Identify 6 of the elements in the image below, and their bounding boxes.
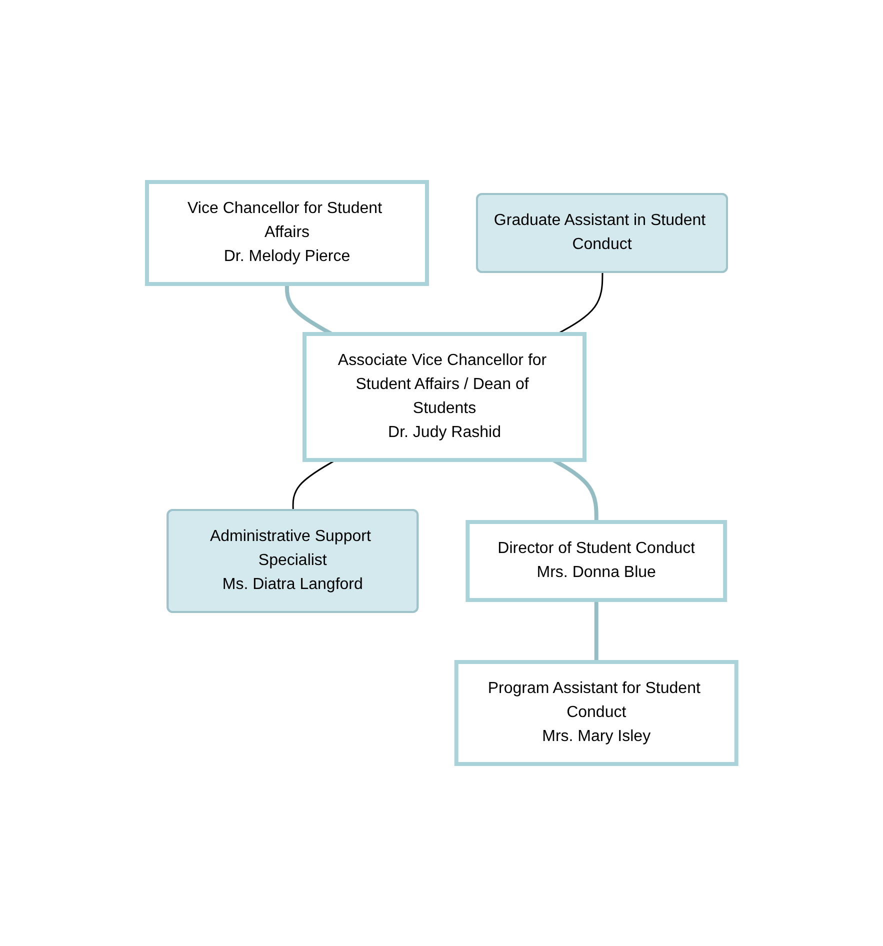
- node-box: Program Assistant for Student Conduct Mrs. Mary Isley: [454, 660, 738, 766]
- node-box: Associate Vice Chancellor for Student Affairs / Dean of Students Dr. Judy Rashid: [302, 332, 586, 462]
- connector: [594, 600, 598, 662]
- node-box: Director of Student Conduct Mrs. Donna Blue: [465, 520, 727, 602]
- node-box: Vice Chancellor for Student Affairs Dr. Melody Pierce: [144, 180, 429, 286]
- connector: [556, 272, 604, 335]
